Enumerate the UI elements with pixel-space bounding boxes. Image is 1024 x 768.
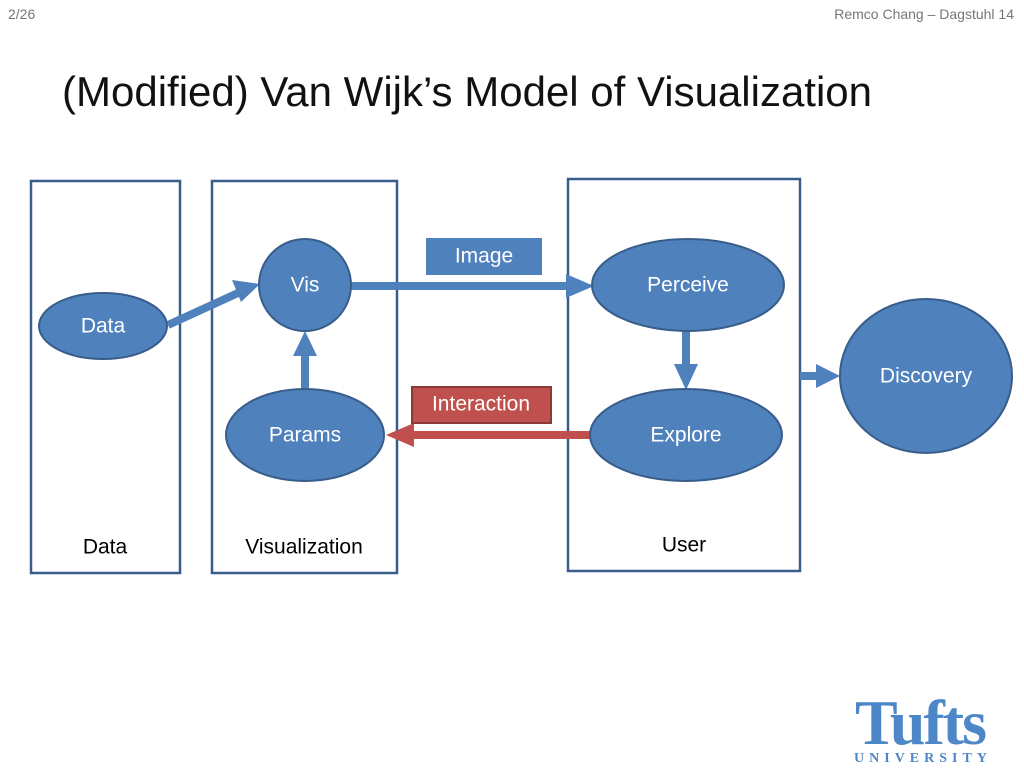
page-number: 2/26 (8, 6, 36, 22)
user-column-label: User (662, 534, 706, 557)
vis-node: Vis (258, 238, 352, 332)
arrow-data-to-vis (166, 280, 260, 329)
discovery-node-label: Discovery (880, 365, 973, 388)
perceive-node-label: Perceive (647, 274, 729, 297)
params-node-label: Params (269, 424, 341, 447)
params-node: Params (225, 388, 385, 482)
logo-subtitle: UNIVERSITY (854, 751, 992, 766)
data-node: Data (38, 292, 168, 360)
visualization-column-label: Visualization (245, 536, 363, 559)
arrow-user-to-discovery (800, 364, 840, 388)
logo-wordmark: Tufts (855, 687, 987, 758)
image-label-box: Image (426, 238, 542, 275)
data-column-label: Data (83, 536, 128, 559)
arrow-perceive-to-explore (674, 331, 698, 390)
interaction-label: Interaction (432, 393, 530, 416)
perceive-node: Perceive (591, 238, 785, 332)
discovery-node: Discovery (839, 298, 1013, 454)
visualization-column-frame (210, 179, 399, 575)
slide-title: (Modified) Van Wijk’s Model of Visualiza… (62, 68, 873, 115)
arrow-explore-to-params (386, 423, 590, 447)
interaction-label-box: Interaction (411, 386, 552, 424)
arrow-params-to-vis (293, 331, 317, 390)
vis-node-label: Vis (291, 274, 320, 297)
explore-node-label: Explore (650, 424, 721, 447)
image-label: Image (455, 245, 513, 268)
data-node-label: Data (81, 315, 126, 338)
explore-node: Explore (589, 388, 783, 482)
arrow-vis-to-perceive (350, 274, 594, 298)
tufts-university-logo: Tufts UNIVERSITY (838, 687, 1002, 766)
footer-author: Remco Chang – Dagstuhl 14 (834, 6, 1014, 22)
data-column-frame (29, 179, 182, 575)
